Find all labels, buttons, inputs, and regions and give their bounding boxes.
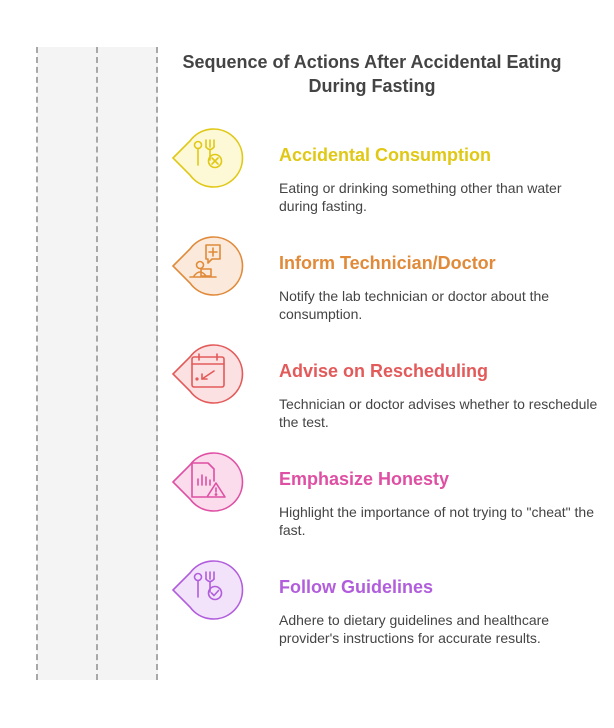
dashed-line-middle [96, 47, 98, 680]
step-inform-technician: Inform Technician/Doctor Notify the lab … [0, 235, 614, 335]
step-title: Emphasize Honesty [279, 469, 450, 489]
page-title: Sequence of Actions After Accidental Eat… [163, 50, 581, 98]
step-emphasize-honesty: Emphasize Honesty Highlight the importan… [0, 451, 614, 551]
step-accidental-consumption: Accidental Consumption Eating or drinkin… [0, 127, 614, 227]
step-description: Eating or drinking something other than … [279, 180, 562, 214]
step-title: Advise on Rescheduling [279, 361, 489, 381]
title-line-1: Sequence of Actions After Accidental Eat… [182, 52, 562, 72]
step-description: Highlight the importance of not trying t… [279, 504, 595, 538]
step-description: Notify the lab technician or doctor abou… [279, 288, 550, 322]
step-description: Technician or doctor advises whether to … [279, 396, 598, 430]
utensils-x-icon [171, 128, 244, 188]
utensils-check-icon [171, 560, 244, 620]
step-description: Adhere to dietary guidelines and healthc… [279, 612, 550, 646]
dashed-line-left [36, 47, 38, 680]
dashed-line-right [156, 47, 158, 680]
step-title: Inform Technician/Doctor [279, 253, 496, 273]
step-title: Follow Guidelines [279, 577, 434, 597]
calendar-icon [171, 344, 244, 404]
report-warning-icon [171, 452, 244, 512]
title-line-2: During Fasting [308, 76, 436, 96]
medical-chat-icon [171, 236, 244, 296]
step-follow-guidelines: Follow Guidelines Adhere to dietary guid… [0, 559, 614, 659]
step-title: Accidental Consumption [279, 145, 492, 165]
step-advise-rescheduling: Advise on Rescheduling Technician or doc… [0, 343, 614, 443]
